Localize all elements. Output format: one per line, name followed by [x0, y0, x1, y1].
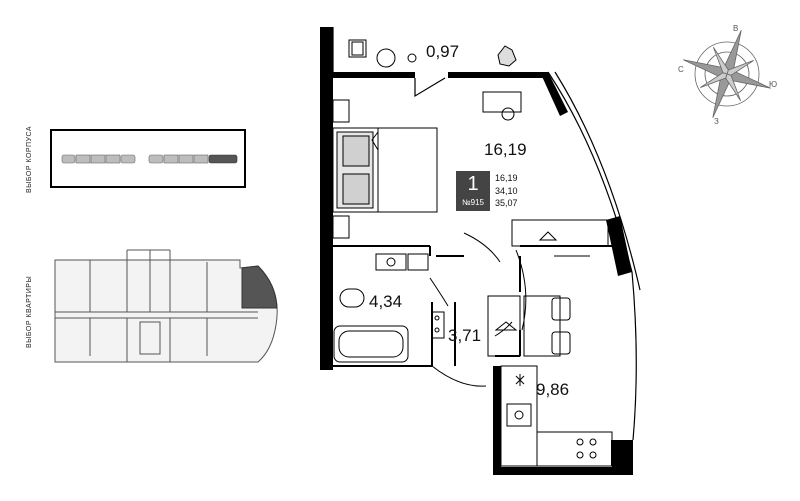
- building-section-selected: [208, 154, 238, 164]
- apartment-number: №915: [462, 198, 484, 207]
- building-section: [61, 154, 76, 164]
- compass-north-label: В: [733, 24, 739, 33]
- balcony-area: 0,97: [426, 42, 460, 61]
- building-section: [75, 154, 91, 164]
- compass-south-label: З: [714, 117, 719, 126]
- living-room-area: 16,19: [484, 140, 527, 159]
- building-sections-graphic: [61, 154, 238, 164]
- total-area-with-balcony: 35,07: [495, 198, 518, 208]
- bathroom-area: 4,34: [369, 292, 403, 311]
- building-section: [90, 154, 106, 164]
- building-section: [193, 154, 209, 164]
- building-section: [148, 154, 164, 164]
- building-section: [120, 154, 136, 164]
- total-area: 34,10: [495, 185, 518, 196]
- building-section: [163, 154, 179, 164]
- living-area: 16,19: [495, 173, 518, 183]
- building-section: [105, 154, 121, 164]
- room-count-box: 1 №915: [456, 171, 490, 211]
- building-section: [178, 154, 194, 164]
- hallway-area: 3,71: [448, 326, 482, 345]
- kitchen-area: 9,86: [536, 380, 570, 399]
- area-list: 16,19 34,10 35,07: [495, 172, 518, 210]
- compass-east-label: Ю: [769, 80, 778, 89]
- apartment-summary-badge: 1 №915 16,19 34,10 35,07: [456, 171, 528, 211]
- building-selector[interactable]: [50, 129, 246, 188]
- room-count: 1: [467, 173, 479, 195]
- compass-west-label: С: [678, 65, 684, 74]
